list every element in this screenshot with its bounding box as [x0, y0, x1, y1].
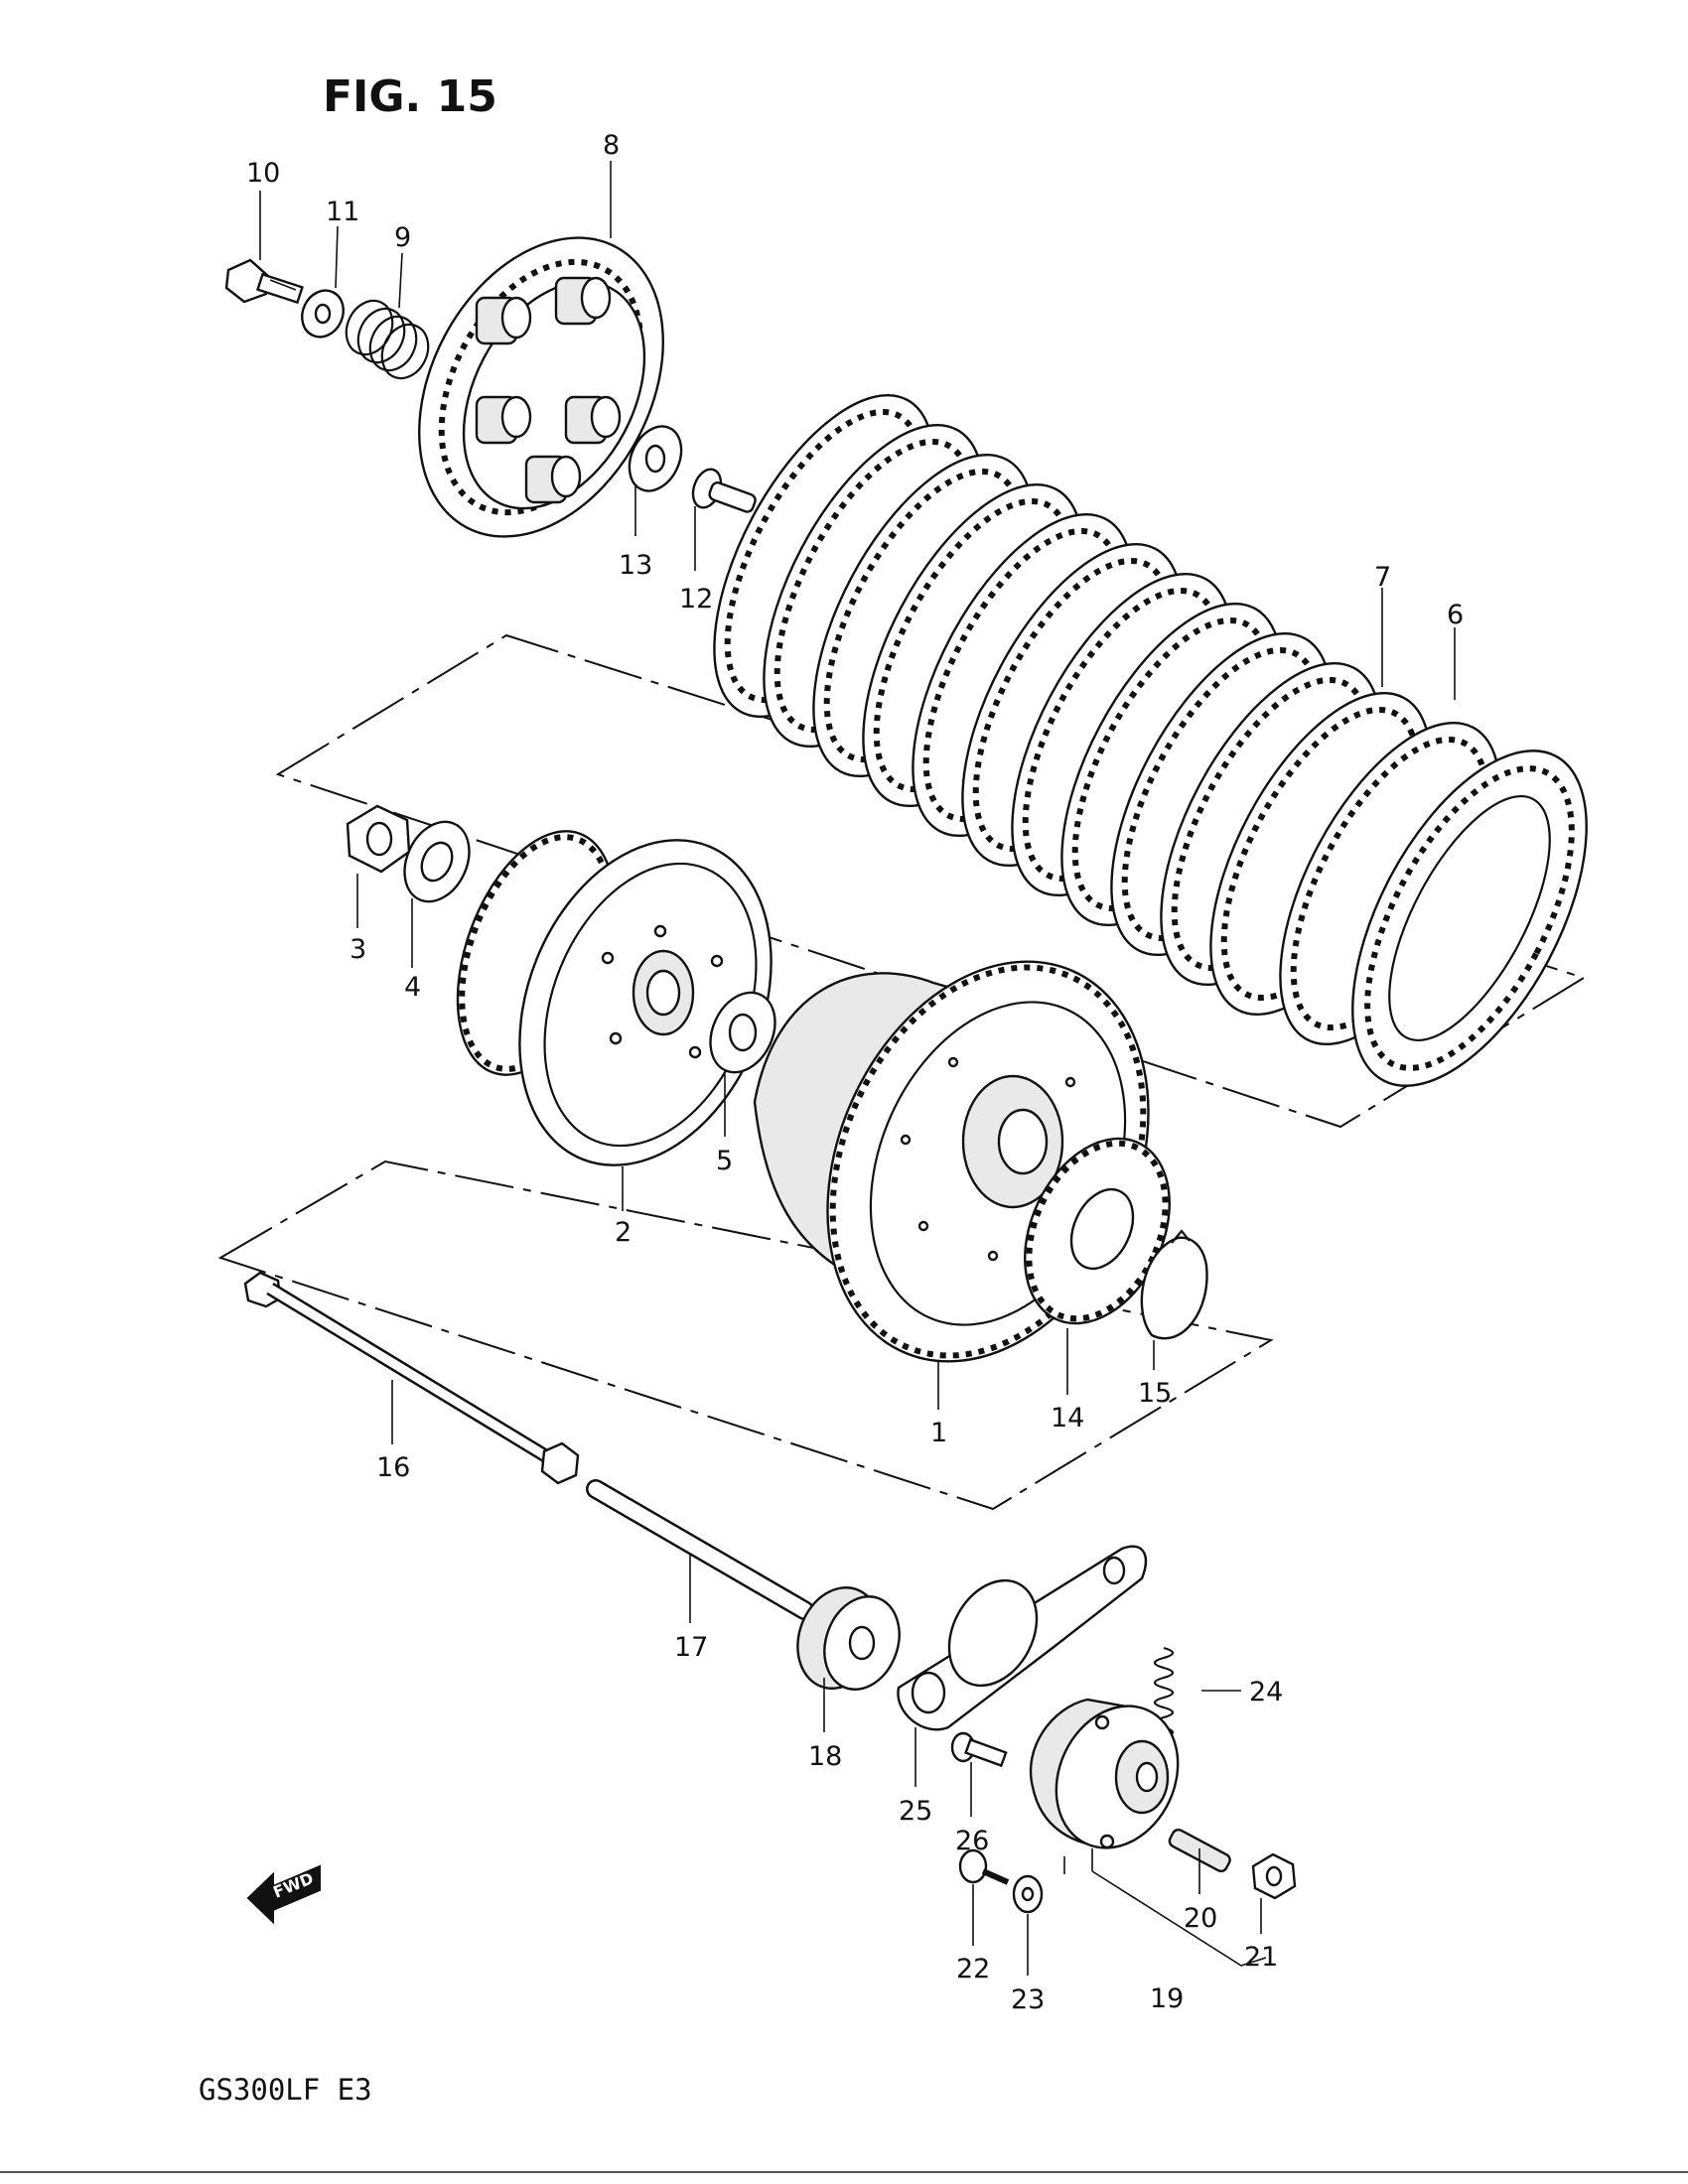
label-25: 25	[899, 1796, 932, 1827]
label-12: 12	[679, 584, 713, 614]
label-6: 6	[1447, 600, 1464, 630]
label-18: 18	[808, 1741, 842, 1772]
label-21: 21	[1244, 1942, 1278, 1973]
label-8: 8	[603, 130, 620, 161]
label-16: 16	[376, 1452, 410, 1483]
screw-22	[958, 1848, 1010, 1885]
label-5: 5	[716, 1146, 733, 1176]
rod-16	[243, 1271, 580, 1485]
clutch-plate-stack	[713, 393, 1588, 1087]
label-23: 23	[1011, 1984, 1045, 2015]
label-14: 14	[1051, 1403, 1084, 1433]
circlip-15	[1140, 1229, 1208, 1340]
rod-17	[586, 1479, 814, 1620]
spring-9	[345, 299, 430, 380]
washer-23	[1012, 1874, 1044, 1914]
label-20: 20	[1184, 1903, 1217, 1934]
label-3: 3	[350, 934, 366, 965]
label-7: 7	[1374, 562, 1391, 593]
label-4: 4	[404, 972, 421, 1003]
fwd-arrow-icon: FWD	[246, 1864, 321, 1925]
label-15: 15	[1138, 1378, 1172, 1409]
bolt-26	[950, 1731, 1008, 1768]
sleeve-hub-2	[456, 830, 773, 1166]
gasket-25	[897, 1545, 1148, 1731]
push-piece-12	[691, 468, 757, 513]
label-13: 13	[619, 550, 652, 581]
leader-lines	[259, 161, 1456, 1976]
figure-title: FIG. 15	[323, 71, 497, 122]
nut-3	[346, 804, 411, 874]
release-cylinder-19	[1029, 1698, 1180, 1849]
bolt-10	[224, 258, 304, 305]
label-10: 10	[246, 158, 280, 189]
piston-18	[796, 1586, 901, 1691]
label-26: 26	[955, 1826, 989, 1856]
bearing-13	[628, 425, 683, 492]
washer-5	[709, 991, 776, 1074]
label-2: 2	[615, 1217, 632, 1248]
washer-11	[301, 289, 345, 339]
part-labels: 10 11 9 8 13 12 7 6 3 4 5 2 1 14 15 16 1…	[246, 130, 1464, 2015]
label-1: 1	[930, 1418, 947, 1448]
label-24: 24	[1249, 1677, 1283, 1707]
model-code: GS300LF E3	[199, 2073, 372, 2107]
label-17: 17	[674, 1632, 708, 1663]
label-9: 9	[394, 222, 411, 253]
hub-group-outline	[217, 1160, 1274, 1511]
lock-washer-4	[403, 820, 471, 903]
label-19: 19	[1150, 1983, 1184, 2014]
label-11: 11	[326, 197, 359, 227]
spring-24	[1153, 1646, 1175, 1749]
label-22: 22	[956, 1954, 990, 1984]
nut-21	[1251, 1852, 1297, 1900]
pressure-plate-8	[418, 236, 664, 538]
